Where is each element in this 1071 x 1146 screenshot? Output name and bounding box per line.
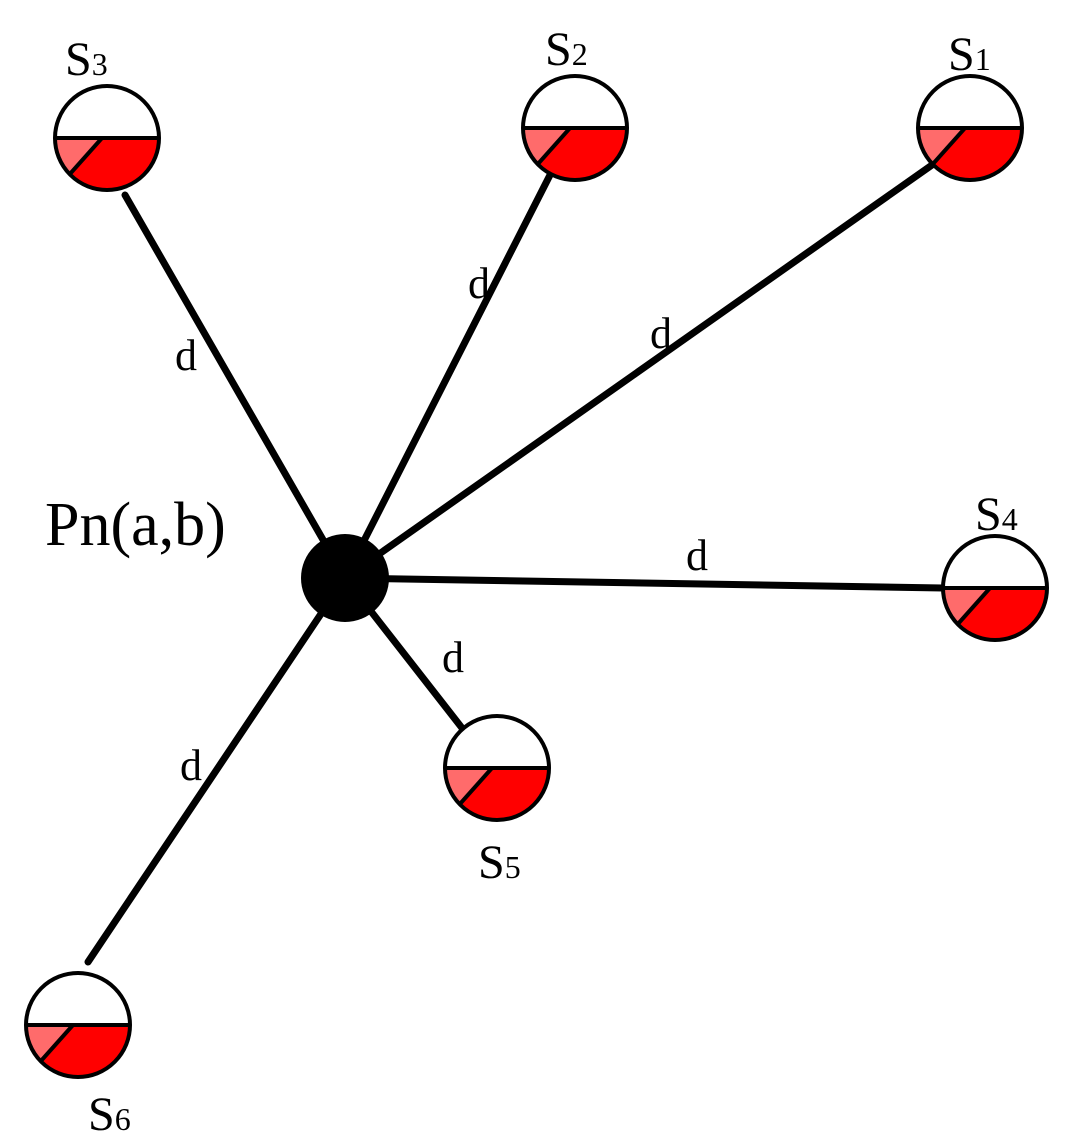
station-s5: S5	[443, 714, 551, 889]
edge-s1	[341, 161, 936, 582]
edge-s2	[341, 171, 554, 582]
edge-label-s1: d	[650, 309, 672, 358]
station-s4: S4	[941, 488, 1049, 642]
station-s1: S1	[916, 28, 1024, 182]
edge-label-s3: d	[175, 331, 197, 380]
station-s6: S6	[24, 971, 132, 1141]
edges-layer	[84, 161, 947, 966]
edge-s3	[121, 191, 349, 582]
center-node	[301, 534, 389, 622]
station-s3: S3	[53, 33, 161, 192]
station-s2: S2	[521, 23, 629, 182]
station-label-s4: S4	[975, 488, 1018, 541]
station-label-s5: S5	[478, 836, 521, 889]
station-label-s3: S3	[65, 33, 108, 86]
edge-label-s6: d	[180, 741, 202, 790]
station-label-s6: S6	[88, 1088, 131, 1141]
edge-s6	[84, 574, 349, 966]
edge-label-s4: d	[686, 531, 708, 580]
station-label-s1: S1	[948, 28, 991, 81]
edge-s4	[341, 574, 947, 592]
center-node-label: Pn(a,b)	[45, 491, 226, 559]
station-label-s2: S2	[545, 23, 588, 76]
edge-label-s5: d	[442, 633, 464, 682]
edge-label-s2: d	[468, 259, 490, 308]
edge-labels-layer: d d d d d d	[175, 259, 708, 790]
